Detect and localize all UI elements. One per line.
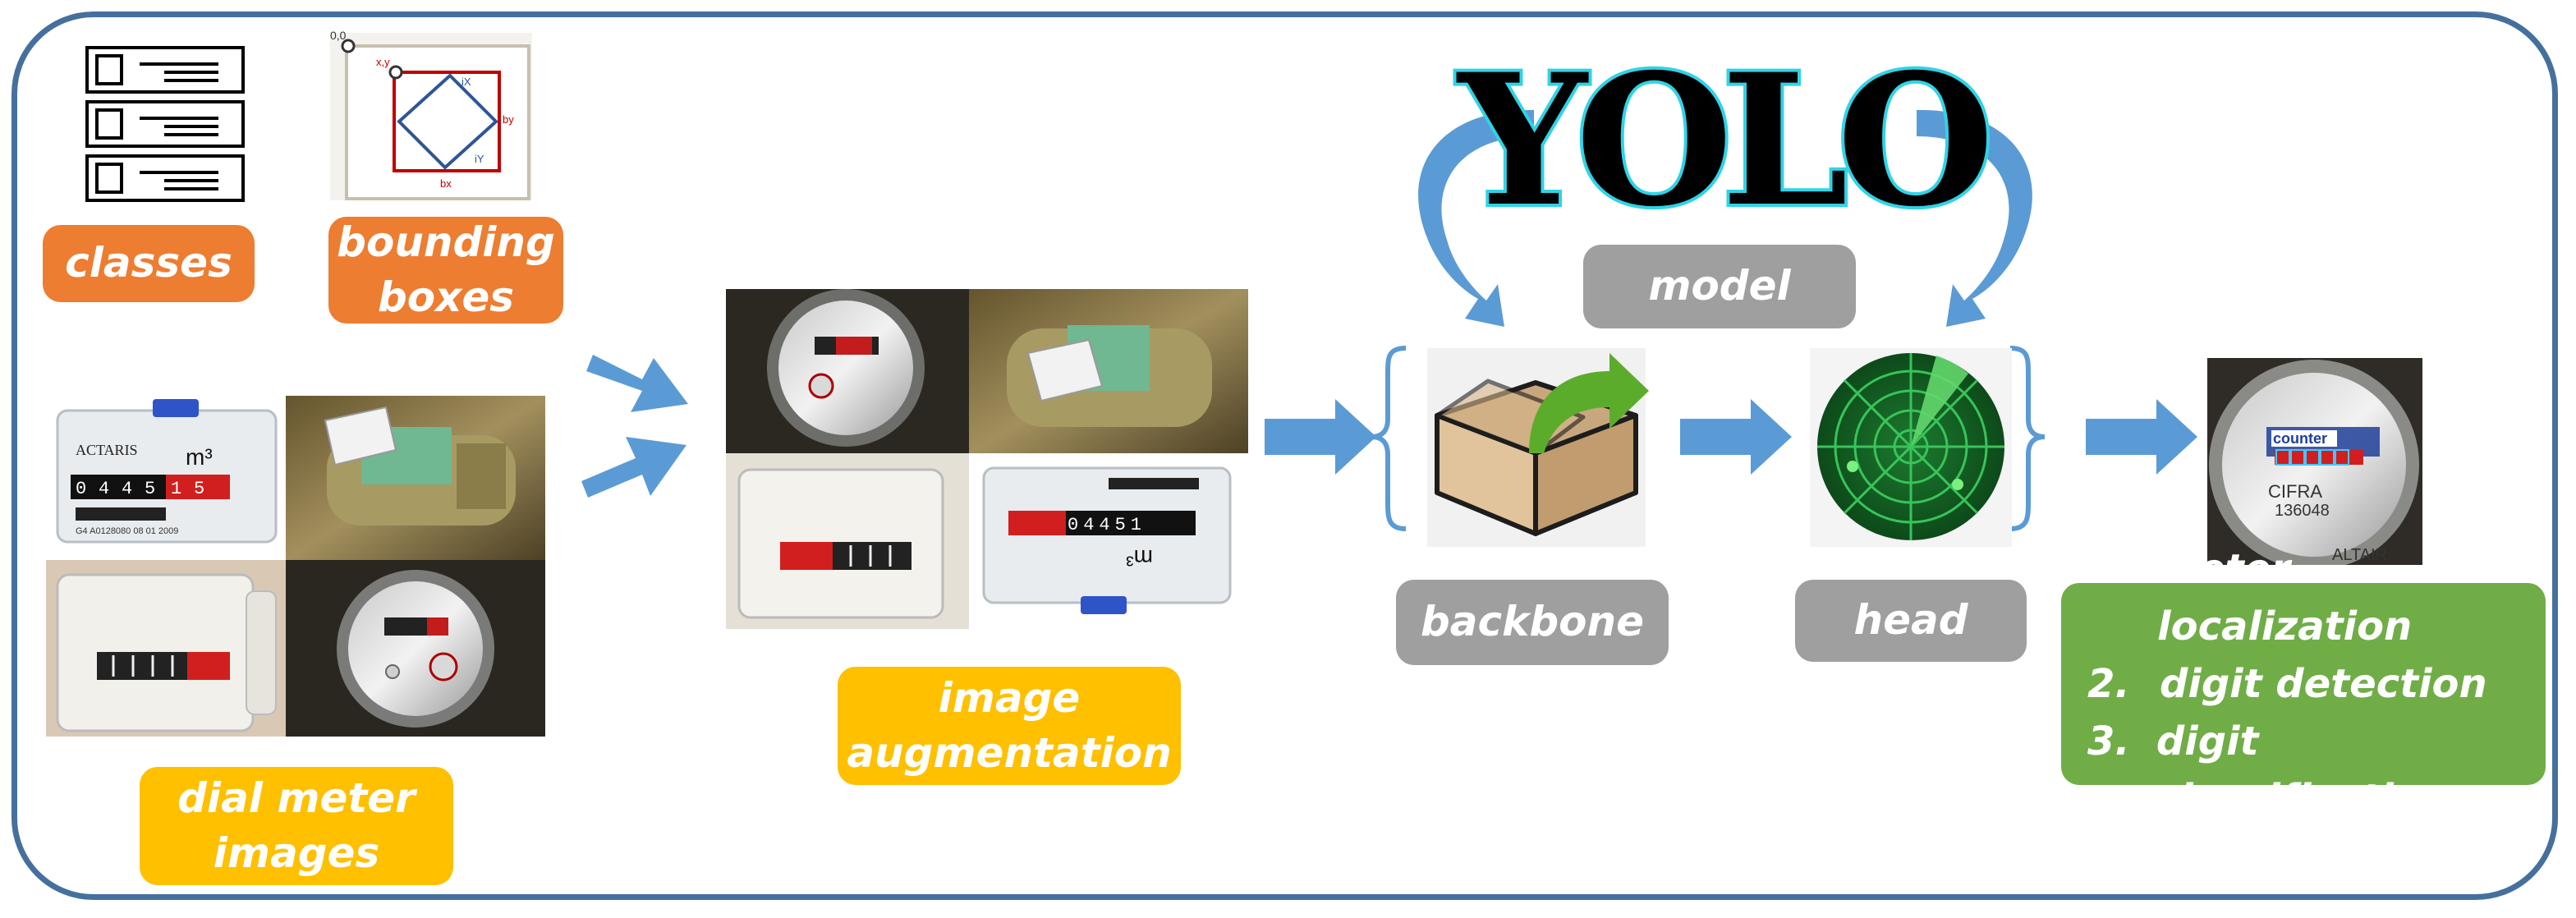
backbone-label-text: backbone [1420, 598, 1645, 646]
arrow-to-head [1680, 399, 1792, 475]
classes-label: classes [43, 225, 255, 302]
diagram-frame [11, 11, 2558, 900]
svg-text:4: 4 [99, 479, 109, 499]
dial-meter-label-line2: images [213, 829, 380, 877]
augmented-photo-brass-meter [969, 289, 1248, 453]
origin-marker [341, 39, 356, 53]
rotated-object [397, 73, 498, 170]
image-augmentation-label: image augmentation [838, 667, 1181, 785]
bx-label: bx [440, 177, 452, 190]
classes-label-text: classes [65, 239, 232, 287]
flipped-unit: m³ [1126, 545, 1153, 571]
by-label: by [503, 113, 514, 126]
dial-meter-images-label: dial meter images [140, 767, 453, 885]
input-photo-white-housing [46, 560, 286, 737]
yolo-logo: YOLO [1454, 30, 1997, 250]
input-photo-water-meter [286, 560, 545, 737]
svg-text:1: 1 [171, 479, 181, 499]
task-item: 2. digit detection [2087, 655, 2546, 713]
bounding-boxes-label-line2: boxes [377, 273, 515, 321]
bounding-rect [393, 71, 501, 172]
iy-label: iY [475, 153, 484, 165]
svg-text:4: 4 [122, 479, 132, 499]
head-label: head [1795, 580, 2027, 662]
augmented-photo-water-meter [726, 289, 969, 453]
arrow-to-augmentation-lower [581, 437, 686, 498]
task-text: meter localization [2157, 546, 2413, 649]
brace-left [1371, 346, 1407, 531]
classes-list-icon [85, 46, 245, 202]
task-text: digit detection [2160, 661, 2487, 707]
arrow-to-backbone [1265, 399, 1376, 475]
point-marker [388, 65, 403, 80]
augmentation-label-line2: augmentation [847, 729, 1172, 777]
result-photo: counter CIFRA 136048 ALTAIR [2207, 358, 2422, 565]
bounding-boxes-label: bounding boxes [328, 217, 563, 324]
model-label: model [1583, 245, 1856, 328]
model-curved-arrows [1418, 109, 2032, 327]
backbone-label: backbone [1396, 580, 1669, 665]
flow-arrows [581, 355, 2197, 498]
task-number: 2. [2087, 661, 2130, 707]
result-text-serial: 136048 [2275, 502, 2330, 520]
box-icon [1427, 348, 1649, 547]
augmentation-label-line1: image [938, 673, 1081, 722]
svg-text:5: 5 [194, 479, 204, 499]
task-text: digit classification [2156, 718, 2449, 822]
origin-label: 0,0 [330, 29, 347, 42]
augmented-photo-gas-meter-flipped: 04451 m³ [969, 453, 1248, 629]
point-label: x,y [376, 56, 390, 68]
curved-arrow-left [1418, 109, 1534, 327]
export-arrow-icon [1529, 353, 1649, 453]
yolo-logo-text: YOLO [1454, 30, 1997, 250]
brace-right [2009, 346, 2046, 531]
ix-label: iX [461, 76, 471, 88]
radar-icon [1810, 348, 2012, 547]
svg-text:5: 5 [145, 479, 155, 499]
result-text-altair: ALTAIR [2332, 546, 2387, 564]
meter-serial: G4 A0128080 08 01 2009 [76, 526, 178, 536]
task-number: 1. [2087, 546, 2130, 592]
curved-arrow-right [1917, 109, 2032, 327]
head-label-text: head [1853, 596, 1968, 645]
result-text-cifra: CIFRA [2268, 481, 2322, 502]
flipped-digits: 04451 [1068, 515, 1146, 535]
task-item: 3. digit classification [2087, 713, 2546, 828]
tasks-list: 1. meter localization 2. digit detection… [2061, 546, 2546, 822]
counter-overlay-label: counter [2273, 430, 2327, 447]
svg-text:0: 0 [76, 479, 86, 499]
augmented-images-grid: 04451 m³ [726, 289, 1248, 629]
model-braces [1371, 346, 2046, 531]
task-item: 1. meter localization [2087, 540, 2546, 655]
augmented-photo-white-housing [726, 453, 969, 629]
meter-unit: m³ [186, 444, 213, 470]
dial-meter-label-line1: dial meter [177, 773, 416, 822]
input-photo-brass-meter [286, 396, 545, 560]
model-label-text: model [1648, 262, 1791, 310]
meter-brand: ACTARIS [76, 442, 138, 458]
task-number: 3. [2087, 718, 2130, 764]
arrow-to-result [2086, 399, 2197, 475]
bounding-box-figure: 0,0 x,y iX iY by bx [330, 29, 532, 200]
bounding-boxes-label-line1: bounding [337, 218, 555, 266]
arrow-to-augmentation-upper [586, 355, 688, 412]
